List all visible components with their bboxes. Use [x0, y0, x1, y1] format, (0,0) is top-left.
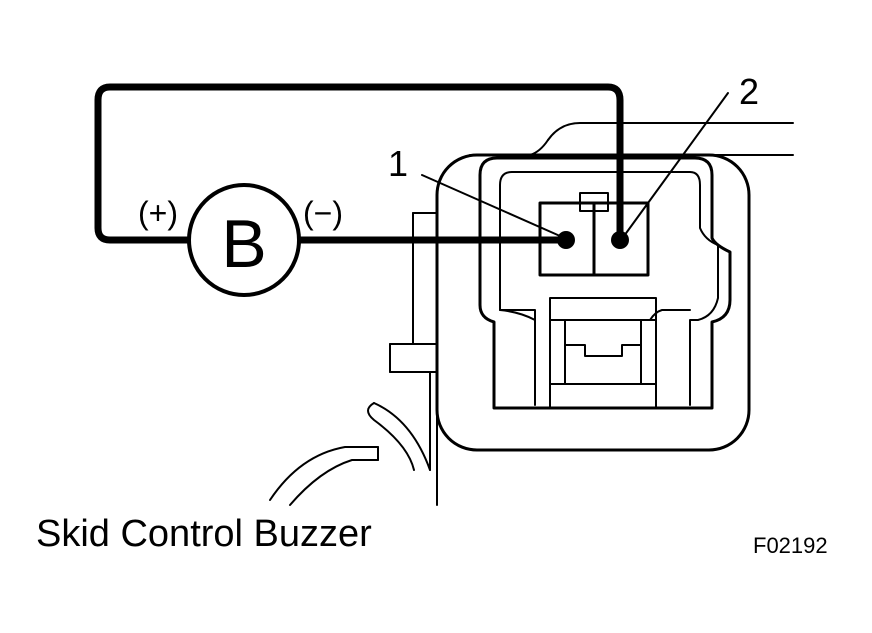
positive-label: (+): [138, 195, 178, 231]
terminal-2-leader: [623, 92, 729, 237]
figure-code: F02192: [753, 533, 828, 558]
negative-label: (−): [303, 195, 343, 231]
terminal-2-label: 2: [739, 71, 759, 112]
connector-housing: [435, 122, 794, 452]
terminal-1-probe-point: [557, 231, 575, 249]
terminal-callouts: 1 2: [388, 71, 759, 237]
battery-symbol: [187, 183, 301, 297]
terminal-1-label: 1: [388, 143, 408, 184]
battery-circuit: B (+) (−): [94, 83, 629, 297]
terminal-1-leader: [421, 174, 561, 237]
wire-positive: [94, 83, 624, 244]
battery-letter: B: [221, 206, 266, 282]
component-label: Skid Control Buzzer: [36, 513, 372, 555]
